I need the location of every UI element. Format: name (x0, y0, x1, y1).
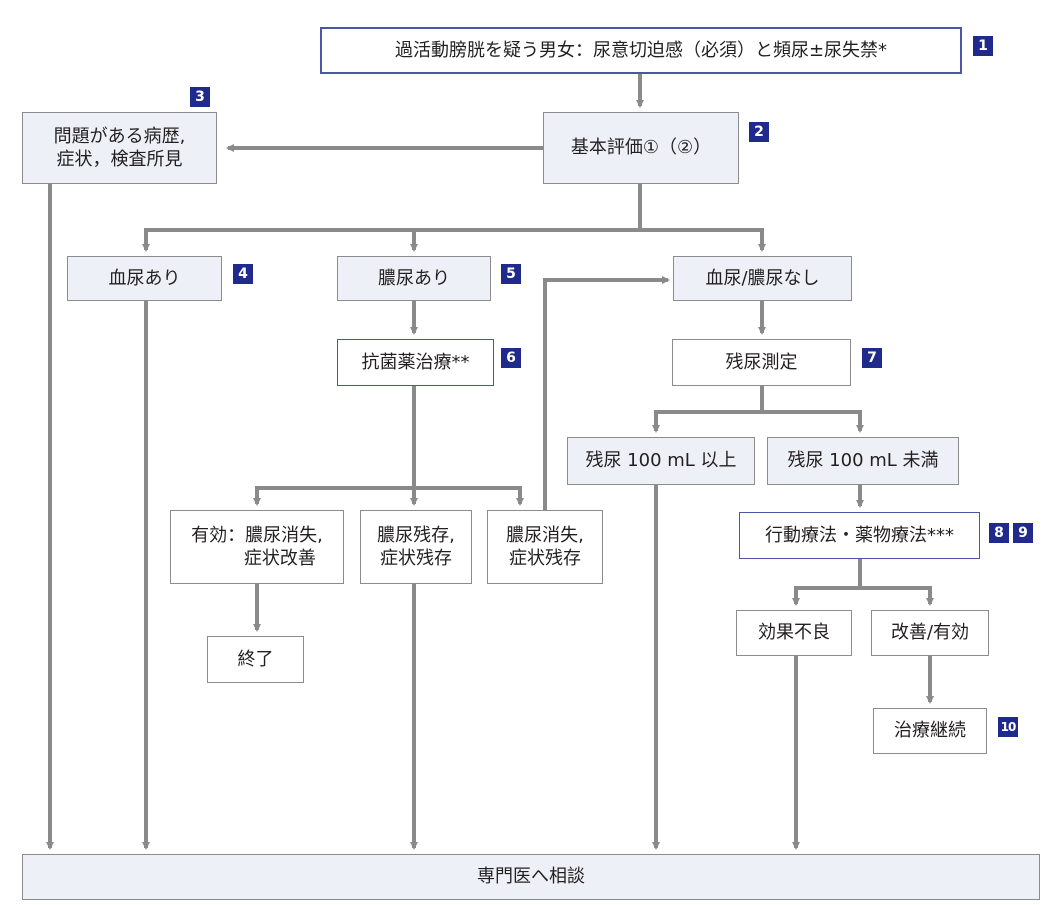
badge-6: 6 (501, 348, 521, 368)
connector-basic-branches (142, 184, 642, 252)
badge-7: 7 (862, 348, 882, 368)
connector-therapy-to-improved (860, 586, 934, 606)
node-improved: 改善/有効 (871, 610, 989, 656)
node-continue-treatment: 治療継続 (873, 708, 987, 754)
badge-9: 9 (1013, 523, 1033, 543)
node-antibiotic-therapy: 抗菌薬治療** (337, 339, 494, 386)
node-residual-over-100: 残尿 100 mL 以上 (567, 437, 755, 485)
connector-basic-to-none (640, 228, 766, 252)
node-end: 終了 (207, 636, 304, 683)
node-residual-under-100: 残尿 100 mL 未満 (767, 437, 959, 485)
badge-1: 1 (973, 36, 993, 56)
arrow-cleared-to-none (543, 276, 670, 513)
node-poor-response: 効果不良 (736, 610, 852, 656)
badge-8: 8 (989, 523, 1009, 543)
connector-abx-to-cleared (414, 486, 524, 506)
node-no-hematuria-pyuria: 血尿/膿尿なし (673, 256, 852, 301)
connector-residual-to-low (762, 410, 864, 433)
node-hematuria: 血尿あり (67, 256, 222, 301)
badge-4: 4 (233, 264, 253, 284)
node-residual-measurement: 残尿測定 (672, 339, 851, 386)
node-problem-findings: 問題がある病歴, 症状，検査所見 (22, 112, 217, 184)
connector-abx-outcomes (253, 386, 416, 506)
node-specialist-referral: 専門医へ相談 (22, 854, 1040, 900)
badge-2: 2 (749, 122, 769, 142)
node-behavior-drug-therapy: 行動療法・薬物療法*** (739, 512, 980, 559)
node-basic-evaluation: 基本評価①（②） (543, 112, 739, 184)
badge-10: 10 (998, 717, 1018, 737)
badge-3: 3 (190, 87, 210, 107)
node-pyuria: 膿尿あり (337, 256, 491, 301)
connector-residual-split (652, 386, 764, 433)
badge-5: 5 (501, 264, 521, 284)
node-pyuria-persists: 膿尿残存, 症状残存 (360, 510, 472, 584)
node-start: 過活動膀胱を疑う男女：尿意切迫感（必須）と頻尿±尿失禁* (320, 27, 962, 74)
node-pyuria-cleared: 膿尿消失, 症状残存 (487, 510, 603, 584)
node-effective: 有効：膿尿消失, 症状改善 (170, 510, 344, 584)
connector-therapy-split (792, 559, 862, 606)
